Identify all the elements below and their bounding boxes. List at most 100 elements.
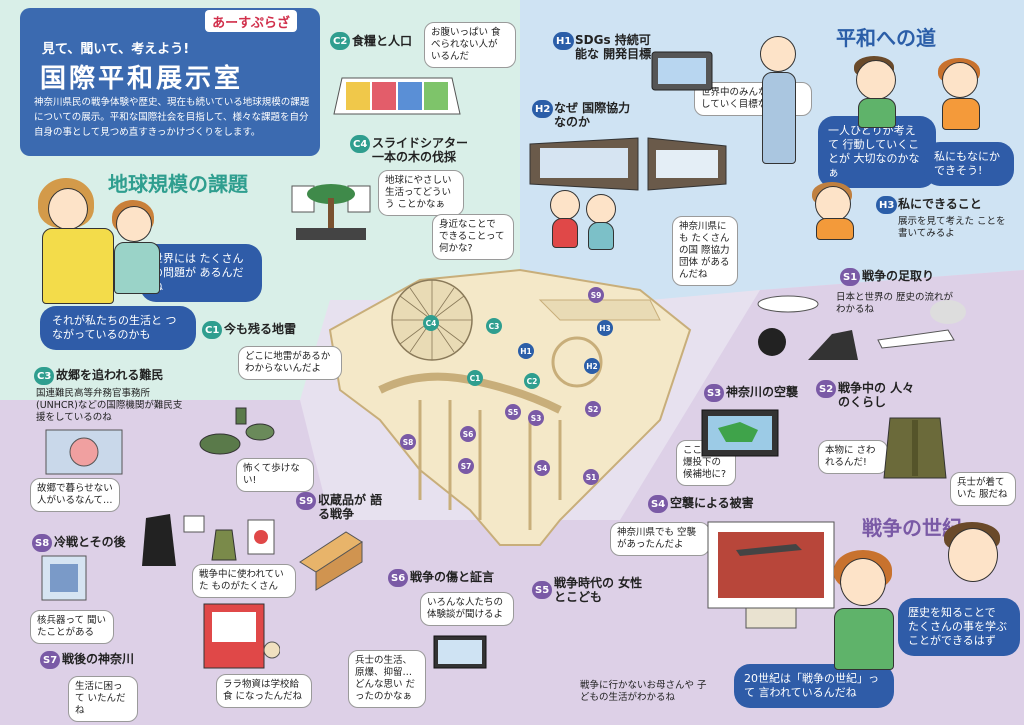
map-node-s1[interactable]: S1 bbox=[583, 469, 599, 485]
visitors-h2 bbox=[550, 190, 650, 250]
badge-s5: S5 bbox=[532, 581, 553, 599]
bubble-c1-1: どこに地雷があるか わからないんだよ bbox=[238, 346, 342, 380]
bubble-s6-1: いろんな人たちの 体験談が聞けるよ bbox=[420, 592, 514, 626]
note-s1: 日本と世界の 歴史の流れがわかるね bbox=[836, 292, 954, 315]
cooperation-panels bbox=[529, 137, 727, 191]
header-tagline: 見て、聞いて、考えよう! bbox=[42, 42, 190, 57]
exhibit-title-s5: 戦争時代の 女性とこども bbox=[554, 576, 643, 604]
boy-global bbox=[112, 200, 172, 300]
section-title-peace: 平和への道 bbox=[836, 26, 936, 50]
logo: あーすぷらざ bbox=[205, 10, 297, 32]
exhibit-title-s8: 冷戦とその後 bbox=[54, 535, 126, 549]
map-node-c2[interactable]: C2 bbox=[524, 373, 540, 389]
testimony-monitor bbox=[433, 635, 487, 669]
badge-c3: C3 bbox=[34, 367, 55, 385]
map-node-h3[interactable]: H3 bbox=[597, 320, 613, 336]
sdgs-monitor bbox=[651, 51, 713, 91]
section-title-global: 地球規模の課題 bbox=[108, 172, 248, 196]
badge-h3: H3 bbox=[876, 196, 898, 214]
exhibit-title-s1: 戦争の足取り bbox=[862, 269, 935, 283]
map-node-s5[interactable]: S5 bbox=[505, 404, 521, 420]
bubble-war-2: 20世紀は「戦争の世紀」って 言われているんだね bbox=[734, 664, 894, 708]
bubble-c1-2: 怖くて歩けない! bbox=[236, 458, 314, 492]
bubble-global-1: 世界には たくさんの問題が あるんだね bbox=[140, 244, 262, 302]
bubble-s7-2: ララ物資は学校給食 になったんだね bbox=[216, 674, 312, 708]
bubble-c4-1: 地球にやさしい 生活ってどういう ことかなぁ bbox=[378, 170, 464, 216]
badge-c4: C4 bbox=[350, 135, 371, 153]
map-node-s3[interactable]: S3 bbox=[528, 410, 544, 426]
map-node-s9[interactable]: S9 bbox=[588, 287, 604, 303]
wartime-uniform bbox=[883, 417, 947, 479]
man-sdgs bbox=[756, 36, 806, 176]
bubble-s2-2: 兵士が着ていた 服だね bbox=[950, 472, 1016, 506]
exhibit-title-h3: 私にできること bbox=[898, 197, 982, 211]
exhibit-title-c2: 食糧と人口 bbox=[352, 34, 413, 48]
cold-war-display bbox=[41, 555, 87, 601]
food-population-display bbox=[333, 77, 461, 115]
note-s5: 戦争に行かないお母さんや 子どもの生活がわかるね bbox=[580, 680, 707, 703]
exhibit-title-s4: 空襲による被害 bbox=[670, 496, 754, 510]
map-node-s4[interactable]: S4 bbox=[534, 460, 550, 476]
exhibit-title-c3: 故郷を追われる難民 bbox=[56, 368, 164, 382]
bubble-war-1: 歴史を知ることで たくさんの事を学ぶ ことができるはず bbox=[898, 598, 1020, 656]
map-node-c3[interactable]: C3 bbox=[486, 318, 502, 334]
badge-h1: H1 bbox=[553, 32, 575, 50]
map-node-s6[interactable]: S6 bbox=[460, 426, 476, 442]
writing-girl bbox=[812, 182, 872, 242]
badge-s4: S4 bbox=[648, 495, 669, 513]
bubble-s9: 戦争中に使われていた ものがたくさん bbox=[192, 564, 296, 598]
exhibit-title-s3: 神奈川の空襲 bbox=[726, 385, 799, 399]
exhibit-title-c1: 今も残る地雷 bbox=[224, 322, 297, 336]
collection-items bbox=[142, 514, 275, 566]
girl-peace bbox=[938, 58, 988, 130]
boy-peace bbox=[854, 56, 904, 128]
bubble-peace-2: 私にもなにか できそう! bbox=[924, 142, 1014, 186]
header-description: 神奈川県民の戦争体験や歴史、現在も続いている地球規模の課題についての展示。平和な… bbox=[34, 97, 310, 138]
bubble-s2-1: 本物に さわれるんだ! bbox=[818, 440, 888, 474]
exhibit-title-s2: 戦争中の 人々のくらし bbox=[838, 381, 915, 409]
refugee-display bbox=[45, 429, 123, 475]
lara-supplies-booth bbox=[203, 603, 280, 669]
exhibit-title-s7: 戦後の神奈川 bbox=[62, 652, 135, 666]
badge-h2: H2 bbox=[532, 100, 554, 118]
bubble-s4: 神奈川県でも 空襲があったんだよ bbox=[610, 522, 710, 556]
map-node-h2[interactable]: H2 bbox=[584, 358, 600, 374]
map-node-c1[interactable]: C1 bbox=[467, 370, 483, 386]
collection-drawer bbox=[299, 531, 363, 591]
page-title: 国際平和展示室 bbox=[40, 64, 244, 94]
bubble-s8: 核兵器って 聞いたことがある bbox=[30, 610, 114, 644]
air-raid-diorama bbox=[707, 521, 835, 629]
exhibit-title-s9: 収蔵品が 語る戦争 bbox=[318, 493, 383, 521]
badge-s2: S2 bbox=[816, 380, 837, 398]
bubble-peace-1: 一人ひとりが考えて 行動していくことが 大切なのかなぁ bbox=[818, 116, 936, 188]
exhibit-title-h2: なぜ 国際協力なのか bbox=[554, 101, 631, 129]
badge-s3: S3 bbox=[704, 384, 725, 402]
map-node-s7[interactable]: S7 bbox=[458, 458, 474, 474]
badge-s1: S1 bbox=[840, 268, 861, 286]
bubble-c2: お腹いっぱい 食べられない人が いるんだ bbox=[424, 22, 516, 68]
map-node-c4[interactable]: C4 bbox=[423, 315, 439, 331]
man-war bbox=[936, 522, 1016, 602]
girl-global bbox=[34, 178, 124, 308]
map-node-h1[interactable]: H1 bbox=[518, 343, 534, 359]
girl-war bbox=[830, 550, 910, 670]
map-node-s2[interactable]: S2 bbox=[585, 401, 601, 417]
map-node-s8[interactable]: S8 bbox=[400, 434, 416, 450]
bubble-h2: 神奈川県にも たくさんの国 際協力団体 があるんだね bbox=[672, 216, 738, 286]
bubble-s7-1: 生活に困って いたんだね bbox=[68, 676, 138, 722]
kanagawa-map-screen bbox=[701, 409, 779, 457]
badge-c1: C1 bbox=[202, 321, 223, 339]
note-h3: 展示を見て考えた ことを書いてみるよ bbox=[898, 216, 1006, 239]
history-artifacts bbox=[757, 295, 966, 360]
exhibit-title-c4: スライドシアター 一本の木の伐採 bbox=[372, 136, 469, 164]
landmine-display bbox=[199, 407, 275, 455]
badge-c2: C2 bbox=[330, 32, 351, 50]
bubble-c3: 故郷で暮らせない 人がいるなんて… bbox=[30, 478, 120, 512]
exhibit-title-s6: 戦争の傷と証言 bbox=[410, 570, 495, 584]
badge-s9: S9 bbox=[296, 492, 317, 510]
bubble-c4-2: 身近なことで できることって 何かな? bbox=[432, 214, 514, 260]
bubble-s6-2: 兵士の生活、 原爆、抑留… どんな思い だったのかなぁ bbox=[348, 650, 426, 708]
badge-s7: S7 bbox=[40, 651, 61, 669]
tree-theater-illustration bbox=[291, 184, 371, 240]
bubble-global-2: それが私たちの生活と つながっているのかも bbox=[40, 306, 196, 350]
